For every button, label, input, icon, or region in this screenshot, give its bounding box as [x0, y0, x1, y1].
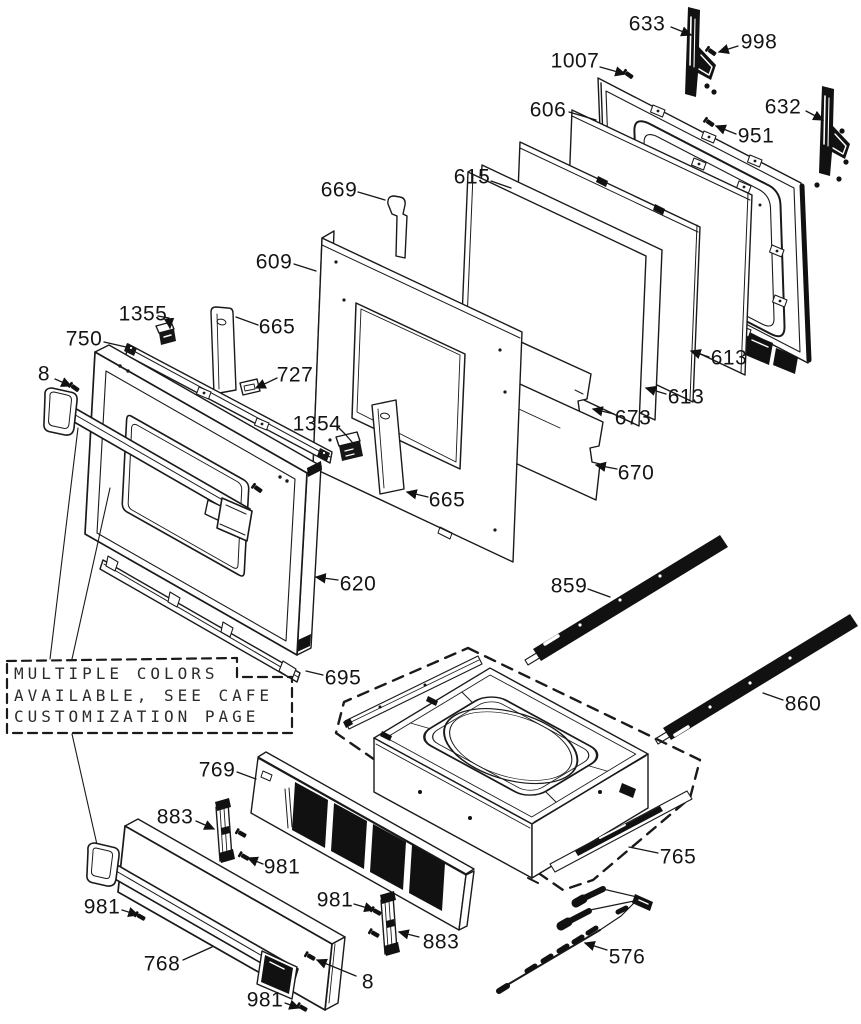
part-label-981-mid: 981: [316, 888, 354, 912]
part-label-1354: 1354: [292, 412, 342, 436]
part-859-drawer-slide: [524, 534, 728, 666]
hinge-screws: [620, 44, 849, 188]
note-leader-lines: [49, 427, 111, 850]
part-label-673: 673: [614, 406, 652, 430]
note-line-2: AVAILABLE, SEE CAFE: [14, 686, 274, 705]
part-label-883-left: 883: [156, 805, 194, 829]
part-label-632: 632: [764, 95, 802, 119]
part-label-769: 769: [198, 758, 236, 782]
part-label-981-top: 981: [263, 855, 301, 879]
part-label-606: 606: [529, 98, 567, 122]
part-label-620: 620: [339, 572, 377, 596]
part-label-981-bottom: 981: [246, 988, 284, 1012]
part-768-drawer-handle: [86, 842, 299, 1000]
note-line-3: CUSTOMIZATION PAGE: [14, 707, 260, 726]
part-label-1007: 1007: [550, 49, 600, 73]
part-label-998: 998: [740, 30, 778, 54]
part-label-670: 670: [617, 461, 655, 485]
part-label-860: 860: [784, 692, 822, 716]
part-669-bracket: [387, 195, 408, 259]
part-765-drawer-pan-assembly: [334, 646, 702, 892]
part-label-576: 576: [608, 945, 646, 969]
part-label-8-drawer: 8: [361, 970, 375, 994]
part-860-drawer-slide: [654, 614, 858, 745]
part-label-669: 669: [320, 178, 358, 202]
note-line-1: MULTIPLE COLORS: [14, 664, 219, 683]
part-label-8-door: 8: [37, 362, 51, 386]
part-695-bottom-trim: [99, 555, 301, 683]
part-label-951: 951: [737, 124, 775, 148]
part-label-613-rear: 613: [710, 346, 748, 370]
part-1354-clip: [335, 431, 363, 461]
part-label-665-bottom: 665: [428, 488, 466, 512]
callout-leader-lines: [54, 26, 825, 1010]
part-769-vent-panel: [250, 751, 475, 931]
part-label-615: 615: [453, 165, 491, 189]
part-620-door-handle: [43, 387, 265, 542]
part-label-695: 695: [324, 666, 362, 690]
part-label-633: 633: [628, 12, 666, 36]
part-label-768: 768: [143, 952, 181, 976]
part-883-bracket-right: [379, 890, 401, 957]
part-620-outer-door: [84, 344, 322, 656]
part-label-859: 859: [550, 574, 588, 598]
part-750-top-trim: [124, 343, 333, 464]
part-label-665-top: 665: [258, 315, 296, 339]
part-label-1355: 1355: [118, 302, 168, 326]
part-665-strip-top: [210, 306, 237, 395]
part-665-strip-bottom: [371, 399, 405, 495]
part-label-727: 727: [276, 363, 314, 387]
part-576-wiring-harness: [496, 886, 653, 994]
part-883-bracket-left: [214, 797, 236, 864]
note-box-outline: [5, 656, 294, 735]
part-label-883-right: 883: [422, 930, 460, 954]
part-label-981-left: 981: [83, 895, 121, 919]
part-label-613-mid: 613: [667, 385, 705, 409]
part-label-609: 609: [255, 250, 293, 274]
part-label-765: 765: [659, 845, 697, 869]
part-label-750: 750: [65, 327, 103, 351]
